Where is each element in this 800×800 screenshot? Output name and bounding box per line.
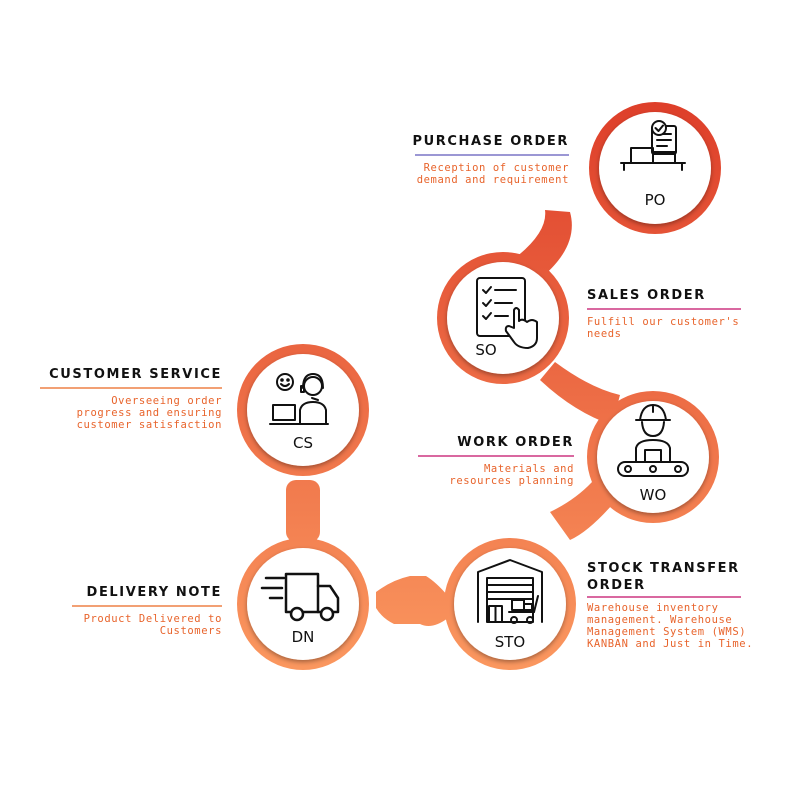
step-sales-order: SALES ORDER Fulfill our customer's needs — [587, 287, 767, 340]
node-label-cs: CS — [293, 434, 313, 452]
title-underline — [587, 308, 741, 310]
delivery-truck-icon — [260, 572, 340, 622]
node-sto: STO — [444, 538, 576, 670]
node-label-sto: STO — [495, 633, 526, 651]
step-title: SALES ORDER — [587, 288, 706, 303]
node-label-dn: DN — [292, 628, 315, 646]
title-underline — [587, 596, 741, 598]
worker-icon — [617, 404, 689, 477]
node-label-po: PO — [645, 191, 666, 209]
step-stock-transfer-order: STOCK TRANSFER ORDER Warehouse inventory… — [587, 560, 792, 650]
step-title: CUSTOMER SERVICE — [49, 367, 222, 382]
node-po: PO — [589, 102, 721, 234]
step-description: Reception of customer demand and require… — [416, 162, 569, 186]
step-title: PURCHASE ORDER — [412, 134, 569, 149]
customer-service-icon — [269, 373, 329, 425]
purchase-order-icon — [620, 120, 686, 171]
warehouse-icon — [477, 559, 543, 624]
step-description: Overseeing order progress and ensuring c… — [76, 395, 222, 431]
title-underline — [72, 605, 222, 607]
node-label-so: SO — [475, 341, 496, 359]
step-title: WORK ORDER — [457, 435, 574, 450]
node-so: SO — [437, 252, 569, 384]
step-customer-service: CUSTOMER SERVICE Overseeing order progre… — [30, 366, 222, 431]
step-title: STOCK TRANSFER ORDER — [587, 561, 740, 593]
title-underline — [418, 455, 574, 457]
node-cs: CS — [237, 344, 369, 476]
title-underline — [415, 154, 569, 156]
sales-order-icon — [476, 277, 538, 349]
step-description: Product Delivered to Customers — [83, 613, 222, 637]
step-purchase-order: PURCHASE ORDER Reception of customer dem… — [389, 133, 569, 186]
step-description: Materials and resources planning — [449, 463, 574, 487]
step-description: Warehouse inventory management. Warehous… — [587, 602, 754, 650]
title-underline — [40, 387, 222, 389]
node-label-wo: WO — [640, 486, 667, 504]
node-dn: DN — [237, 538, 369, 670]
step-work-order: WORK ORDER Materials and resources plann… — [394, 434, 574, 487]
step-title: DELIVERY NOTE — [86, 585, 222, 600]
step-delivery-note: DELIVERY NOTE Product Delivered to Custo… — [40, 584, 222, 637]
step-description: Fulfill our customer's needs — [587, 316, 740, 340]
node-wo: WO — [587, 391, 719, 523]
